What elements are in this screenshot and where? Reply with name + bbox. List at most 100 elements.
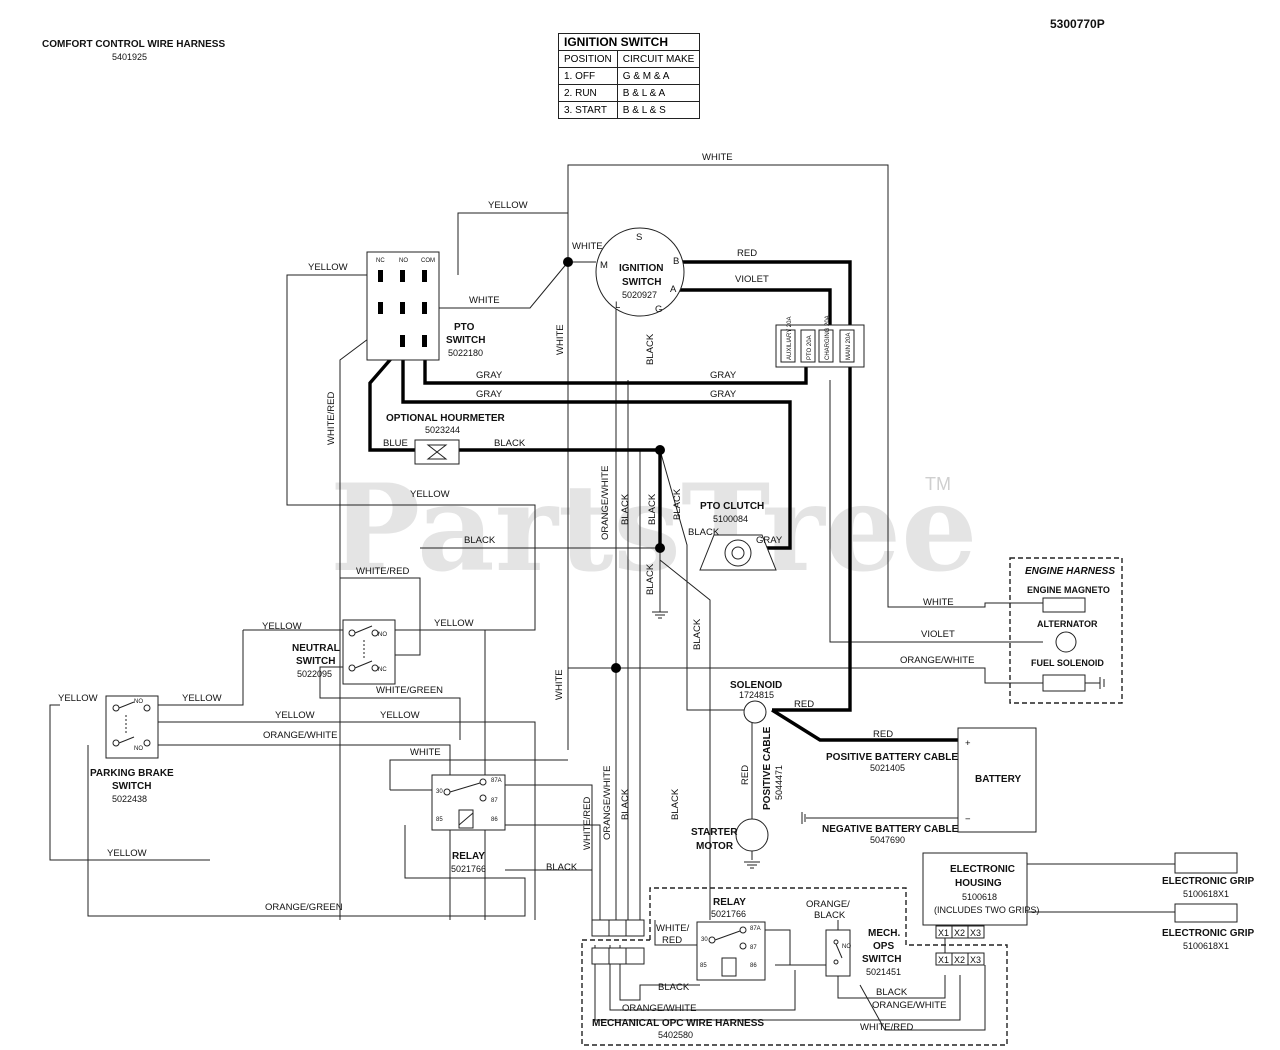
terminal-a: A xyxy=(670,284,677,295)
terminal-m: M xyxy=(600,260,608,271)
wire-label: WHITE/RED xyxy=(326,392,337,445)
relay-label: RELAY xyxy=(452,851,485,862)
harness-title: COMFORT CONTROL WIRE HARNESS xyxy=(42,39,226,50)
relay-pn: 5021766 xyxy=(711,909,746,919)
fuse-main: MAIN 20A xyxy=(846,333,852,360)
wire-label: RED xyxy=(737,248,757,259)
watermark-tm: TM xyxy=(925,474,951,494)
wire-label: BLACK xyxy=(620,788,631,820)
solenoid-label: SOLENOID xyxy=(730,680,782,691)
document-number: 5300770P xyxy=(1050,17,1105,31)
wire-label: YELLOW xyxy=(410,489,450,500)
parking-brake-label: SWITCH xyxy=(112,781,151,792)
wire-label: WHITE/RED xyxy=(356,566,409,577)
ignition-switch-table: IGNITION SWITCH POSITION CIRCUIT MAKE 1.… xyxy=(557,33,701,119)
electronic-housing-label: ELECTRONIC xyxy=(950,864,1015,875)
wire-label: BLACK xyxy=(876,987,908,998)
ignition-switch-pn: 5020927 xyxy=(622,290,657,300)
wire-label: BLACK xyxy=(688,527,720,538)
pto-clutch: PTO CLUTCH 5100084 xyxy=(699,501,777,571)
electronic-grip-label: ELECTRONIC GRIP xyxy=(1162,928,1255,939)
wire-label: VIOLET xyxy=(735,274,769,285)
wire-label: BLACK xyxy=(546,862,578,873)
alternator-label: ALTERNATOR xyxy=(1037,619,1098,629)
wire-label: ORANGE/WHITE xyxy=(622,1003,696,1014)
wire-label: BLACK xyxy=(647,493,658,525)
engine-magneto-label: ENGINE MAGNETO xyxy=(1027,585,1110,595)
ignition-switch-label: IGNITION xyxy=(619,263,663,274)
wire-label: YELLOW xyxy=(308,262,348,273)
harness-part-number: 5401925 xyxy=(112,52,148,62)
housing-x3: X3 xyxy=(970,928,981,938)
wire-label: WHITE xyxy=(554,669,565,700)
mech-ops-pn: 5021451 xyxy=(866,967,901,977)
positive-cable-label: POSITIVE CABLE xyxy=(762,726,773,810)
relay-pin-87: 87 xyxy=(491,798,498,804)
ops-x3: X3 xyxy=(970,955,981,965)
wire-label: WHITE/RED xyxy=(582,797,593,850)
relay-pin-85: 85 xyxy=(436,817,443,823)
wire-label: YELLOW xyxy=(107,848,147,859)
wire-label: GRAY xyxy=(476,389,503,400)
terminal-l: L xyxy=(615,300,620,311)
wire-label: GRAY xyxy=(476,370,503,381)
fuse-auxiliary: AUXILIARY 20A xyxy=(787,317,793,360)
mech-ops-no: NO xyxy=(842,944,851,950)
ground-symbol xyxy=(652,600,668,619)
wire-label: RED xyxy=(740,765,751,785)
parking-brake-switch: NO NO PARKING BRAKE SWITCH 5022438 xyxy=(90,695,174,804)
electronic-grip-pn: 5100618X1 xyxy=(1183,941,1229,951)
relay-pn: 5021766 xyxy=(451,864,486,874)
electronic-grip: ELECTRONIC GRIP 5100618X1 xyxy=(1162,903,1255,951)
thin-wires xyxy=(49,164,1175,1031)
pto-no-label: NO xyxy=(399,258,408,264)
fuse-charging: CHARGING 20A xyxy=(825,315,831,360)
parking-brake-no-label: NO xyxy=(134,699,143,705)
opc-harness-pn: 5402580 xyxy=(658,1030,693,1040)
pto-nc-label: NC xyxy=(376,258,385,264)
battery-plus: + xyxy=(965,738,971,749)
ignition-switch-label: SWITCH xyxy=(622,277,661,288)
wire-label: BLACK xyxy=(814,910,846,921)
wire-label: BLUE xyxy=(383,438,408,449)
ops-x2: X2 xyxy=(954,955,965,965)
electronic-grip: ELECTRONIC GRIP 5100618X1 xyxy=(1162,852,1255,899)
relay-pin-30: 30 xyxy=(701,937,708,943)
relay-pin-30: 30 xyxy=(436,789,443,795)
electronic-housing-pn: 5100618 xyxy=(962,892,997,902)
wire-label: GRAY xyxy=(710,370,737,381)
relay-label: RELAY xyxy=(713,897,746,908)
wire-label: WHITE xyxy=(469,295,500,306)
hourmeter-pn: 5023244 xyxy=(425,425,460,435)
wire-label: ORANGE/WHITE xyxy=(600,466,611,540)
wire-label: ORANGE/WHITE xyxy=(872,1000,946,1011)
electronic-housing-note: (INCLUDES TWO GRIPS) xyxy=(934,905,1039,915)
fuse-block: AUXILIARY 20A PTO 20A CHARGING 20A MAIN … xyxy=(775,315,865,368)
terminal-b: B xyxy=(673,256,679,267)
wire-label: GRAY xyxy=(756,535,783,546)
wire-label: WHITE/ xyxy=(656,923,690,934)
relay-pin-87a: 87A xyxy=(750,926,761,932)
neutral-switch-label: SWITCH xyxy=(296,656,335,667)
mech-ops-label: SWITCH xyxy=(862,954,901,965)
ignition-switch: IGNITION SWITCH 5020927 S M B A L G xyxy=(595,227,685,317)
fuse-pto: PTO 20A xyxy=(807,335,813,360)
wire-label: BLACK xyxy=(494,438,526,449)
pto-switch-pn: 5022180 xyxy=(448,348,483,358)
housing-x2: X2 xyxy=(954,928,965,938)
wire-label: VIOLET xyxy=(921,629,955,640)
wire-label: WHITE xyxy=(702,152,733,163)
ignition-table-cell: 3. START xyxy=(558,101,618,119)
wire-label: WHITE xyxy=(555,324,566,355)
pto-switch: NC NO COM PTO SWITCH 5022180 xyxy=(366,251,485,361)
electronic-grip-label: ELECTRONIC GRIP xyxy=(1162,876,1255,887)
wire-labels: WHITE YELLOW WHITE RED VIOLET YELLOW WHI… xyxy=(58,152,974,1033)
neutral-no-label: NO xyxy=(378,632,387,638)
wire-label: ORANGE/GREEN xyxy=(265,902,343,913)
electronic-grip-pn: 5100618X1 xyxy=(1183,889,1229,899)
negative-battery-cable-label: NEGATIVE BATTERY CABLE xyxy=(822,824,959,835)
positive-cable-pn: 5044471 xyxy=(774,765,784,800)
wire-label: BLACK xyxy=(670,788,681,820)
relay-pin-86: 86 xyxy=(491,817,498,823)
fuel-solenoid-label: FUEL SOLENOID xyxy=(1031,658,1104,668)
